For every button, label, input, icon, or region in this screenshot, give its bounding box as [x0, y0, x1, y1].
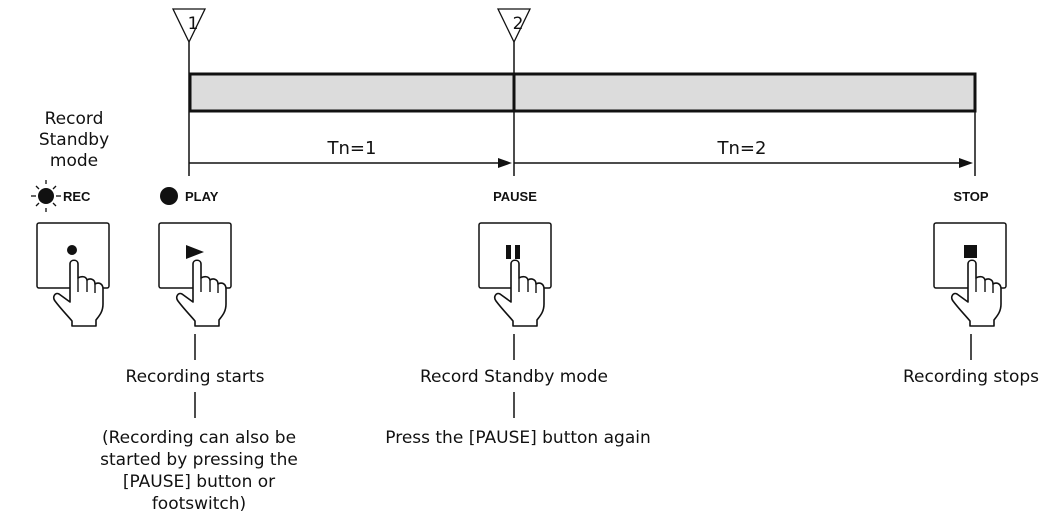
- play-triangle-icon: [186, 245, 204, 259]
- play-button[interactable]: [158, 222, 232, 327]
- blinking-indicator-icon: [31, 180, 61, 212]
- caption-recording-stops: Recording stops: [903, 367, 1039, 387]
- pause-bars-icon: [506, 245, 520, 259]
- stop-label: STOP: [953, 189, 988, 204]
- timeline-bar-segment-1: [188, 72, 516, 113]
- stop-square-icon: [964, 245, 977, 258]
- stop-button[interactable]: [933, 222, 1007, 327]
- note-line-1: (Recording can also be: [102, 428, 296, 448]
- note-line-4: footswitch): [152, 494, 246, 514]
- rec-label: REC: [63, 189, 91, 204]
- segment-label-1: Tn=1: [327, 138, 377, 159]
- lit-dot-icon: [160, 187, 178, 205]
- timeline-bar-segment-2: [512, 72, 977, 113]
- pause-button[interactable]: [478, 222, 552, 327]
- standby-title-line-1: Record: [45, 109, 104, 129]
- marker-2: 2: [496, 8, 532, 44]
- note-line-3: [PAUSE] button or: [123, 472, 275, 492]
- caption-press-pause-again: Press the [PAUSE] button again: [385, 428, 650, 448]
- standby-title-line-2: Standby: [39, 130, 109, 150]
- caption-record-standby: Record Standby mode: [420, 367, 608, 387]
- segment-arrow-2: [514, 158, 973, 168]
- record-dot-icon: [67, 245, 77, 255]
- pause-label: PAUSE: [493, 189, 537, 204]
- rec-button[interactable]: [36, 222, 110, 327]
- segment-label-2: Tn=2: [717, 138, 767, 159]
- play-label: PLAY: [185, 189, 219, 204]
- marker-1: 1: [171, 8, 207, 44]
- caption-recording-starts: Recording starts: [126, 367, 265, 387]
- marker-1-label: 1: [188, 14, 199, 34]
- note-line-2: started by pressing the: [100, 450, 298, 470]
- marker-2-label: 2: [513, 14, 524, 34]
- standby-title-line-3: mode: [50, 151, 98, 171]
- segment-arrow-1: [189, 158, 512, 168]
